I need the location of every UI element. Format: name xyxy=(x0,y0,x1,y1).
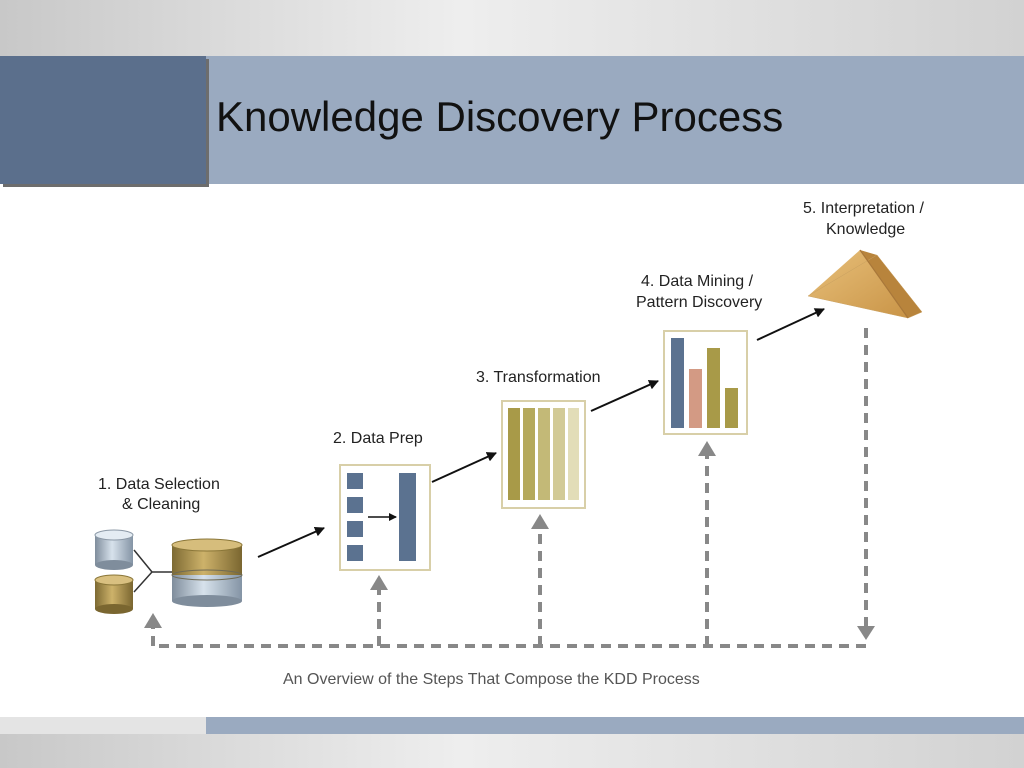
step-4-label-line1: 4. Data Mining / xyxy=(641,273,754,290)
transformation-icon xyxy=(501,400,586,509)
bottom-left-block xyxy=(0,717,206,734)
arrow-step1-to-step2 xyxy=(257,527,325,558)
step-1-label-line2: & Cleaning xyxy=(122,496,200,513)
arrow-step2-to-step3 xyxy=(431,452,497,483)
feedback-up-arrowhead-step1 xyxy=(144,613,162,628)
step-4-label: 4. Data Mining / Pattern Discovery xyxy=(636,273,762,311)
feedback-up-arrowhead-step3 xyxy=(531,514,549,529)
data-mining-icon xyxy=(663,330,748,435)
data-prep-icon xyxy=(339,464,431,571)
diagram-caption: An Overview of the Steps That Compose th… xyxy=(283,671,700,688)
step-1-label: 1. Data Selection & Cleaning xyxy=(98,476,220,513)
bottom-stripe xyxy=(206,717,1024,734)
bottom-band xyxy=(0,734,1024,768)
step-2-label: 2. Data Prep xyxy=(333,430,423,447)
step-1-label-line1: 1. Data Selection xyxy=(98,476,220,493)
arrow-step4-to-step5 xyxy=(756,308,825,341)
step-5-label-line1: 5. Interpretation / xyxy=(803,200,925,217)
knowledge-pyramid-icon xyxy=(807,249,923,319)
title-accent-block xyxy=(0,56,206,184)
feedback-up-arrowhead-step4 xyxy=(698,441,716,456)
feedback-down-arrowhead xyxy=(857,626,875,640)
feedback-up-arrowhead-step2 xyxy=(370,575,388,590)
forward-arrows xyxy=(257,308,825,558)
feedback-arrowheads xyxy=(144,441,875,640)
top-band xyxy=(0,0,1024,56)
slide-title: Knowledge Discovery Process xyxy=(216,93,784,140)
step-4-label-line2: Pattern Discovery xyxy=(636,294,762,311)
arrow-step3-to-step4 xyxy=(590,380,659,412)
step-5-label-line2: Knowledge xyxy=(826,221,905,238)
feedback-loop xyxy=(151,328,868,648)
step-3-label: 3. Transformation xyxy=(476,369,601,386)
database-cylinders-icon xyxy=(94,529,243,614)
step-5-label: 5. Interpretation / Knowledge xyxy=(803,200,925,238)
